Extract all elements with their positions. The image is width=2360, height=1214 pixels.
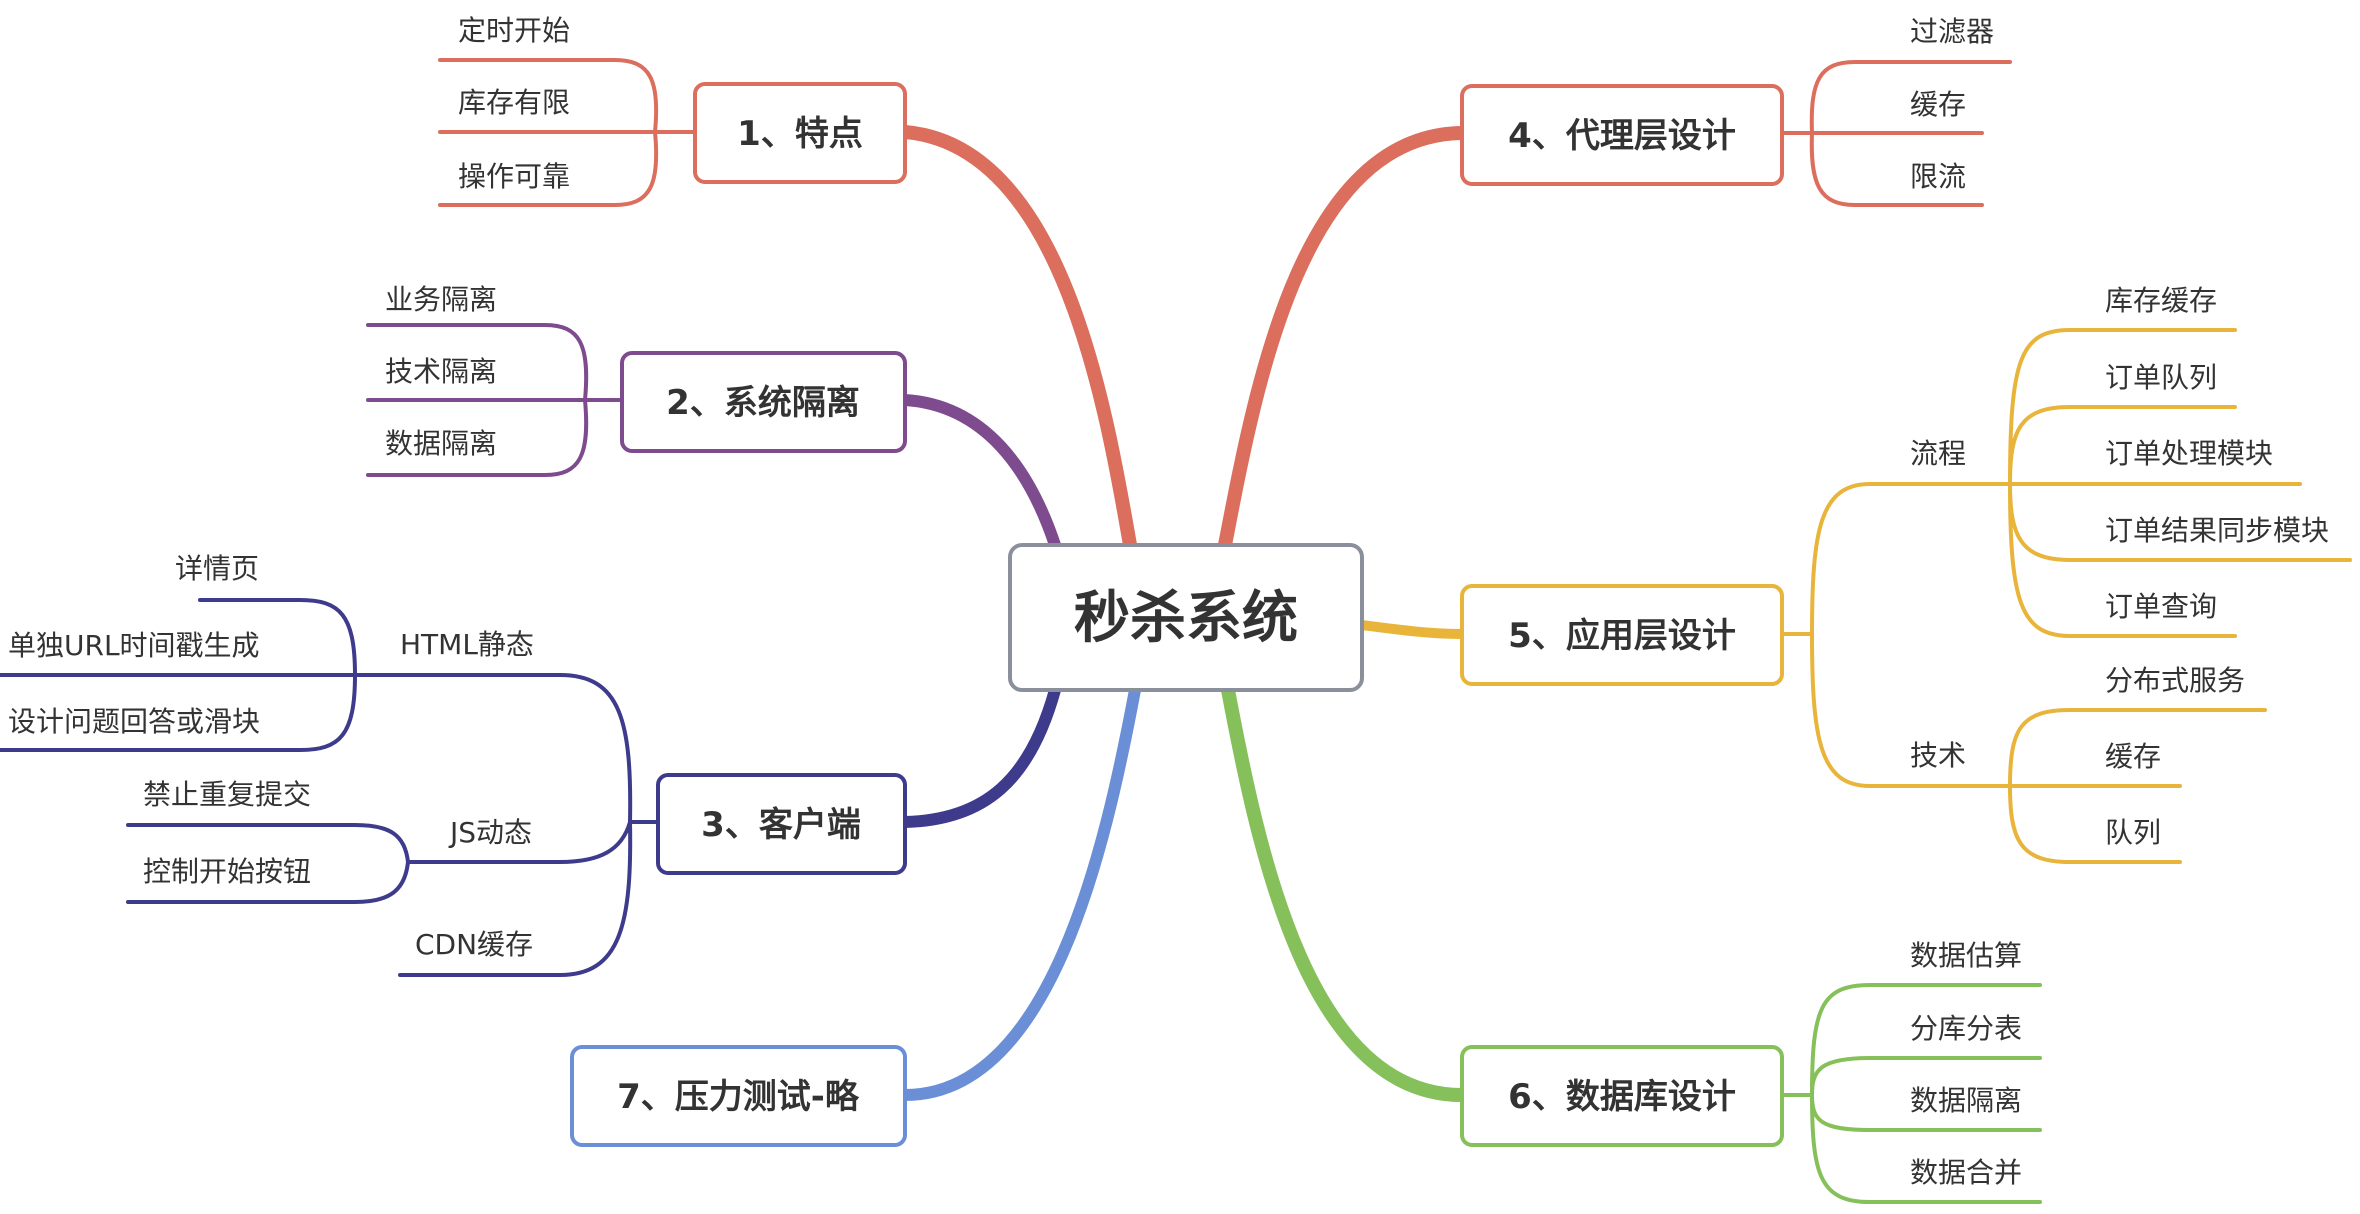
b5-process-leaf-2: 订单队列	[2105, 361, 2217, 394]
edge-center-b6	[1221, 683, 1469, 1102]
edge-b3-html-leaves	[0, 598, 357, 752]
b5-group-tech-label: 技术	[1910, 739, 1966, 772]
branch-b2-label: 2、系统隔离	[666, 383, 860, 423]
b3-group-js-label: JS动态	[448, 816, 532, 849]
branch-b1-box[interactable]	[693, 82, 907, 184]
edge-center-b3	[899, 684, 1061, 828]
b2-leaf-1: 业务隔离	[385, 283, 497, 316]
b3-html-leaf-2: 单独URL时间戳生成	[8, 629, 260, 662]
b6-leaf-4: 数据合并	[1910, 1156, 2022, 1189]
b3-html-leaf-3: 设计问题回答或滑块	[8, 705, 260, 738]
b5-process-leaf-3: 订单处理模块	[2105, 437, 2273, 470]
edge-b5-process-leaves	[2008, 328, 2352, 638]
branch-b4-label: 4、代理层设计	[1508, 116, 1736, 156]
b3-html-leaf-1: 详情页	[175, 552, 259, 585]
b3-group-html-label: HTML静态	[400, 628, 534, 661]
b1-leaf-3: 操作可靠	[458, 160, 570, 193]
b6-leaf-1: 数据估算	[1910, 939, 2022, 972]
b3-js-leaf-1: 禁止重复提交	[143, 778, 311, 811]
center-node-box[interactable]	[1008, 543, 1364, 692]
b3-js-leaf-2: 控制开始按钮	[143, 855, 311, 888]
edge-center-b4	[1218, 126, 1469, 552]
b5-group-process-label: 流程	[1910, 437, 1966, 470]
edge-center-b5	[1357, 620, 1467, 639]
branch-b2-box[interactable]	[620, 351, 907, 453]
edge-center-b7	[899, 684, 1141, 1101]
edge-b4-leaves	[1780, 60, 2012, 207]
center-node-label: 秒杀系统	[1074, 586, 1298, 651]
edge-center-b2	[899, 394, 1061, 551]
edge-b1-leaves	[438, 58, 697, 207]
edge-b3-groups	[348, 673, 660, 977]
edge-center-b1	[898, 125, 1137, 552]
branch-b6-box[interactable]	[1460, 1045, 1784, 1147]
b3-group-cdn-label: CDN缓存	[415, 928, 533, 961]
b1-leaf-1: 定时开始	[458, 14, 570, 47]
b4-leaf-2: 缓存	[1910, 88, 1966, 121]
edge-b3-js-leaves	[126, 823, 410, 904]
b4-leaf-1: 过滤器	[1910, 15, 1994, 48]
branch-b4-box[interactable]	[1460, 84, 1784, 186]
branch-b1-label: 1、特点	[737, 114, 863, 154]
b4-leaf-3: 限流	[1910, 160, 1966, 193]
b5-tech-leaf-2: 缓存	[2105, 740, 2161, 773]
edge-b6-leaves	[1780, 983, 2042, 1204]
b2-leaf-3: 数据隔离	[385, 427, 497, 460]
edge-b2-leaves	[366, 323, 624, 477]
edge-b5-tech-leaves	[2008, 708, 2267, 864]
branch-b5-label: 5、应用层设计	[1508, 616, 1736, 656]
branch-b7-label: 7、压力测试-略	[617, 1077, 860, 1117]
b1-leaf-2: 库存有限	[458, 86, 570, 119]
b5-process-leaf-1: 库存缓存	[2105, 284, 2217, 317]
b6-leaf-3: 数据隔离	[1910, 1084, 2022, 1117]
branch-b6-label: 6、数据库设计	[1508, 1077, 1736, 1117]
branch-b5-box[interactable]	[1460, 584, 1784, 686]
b5-process-leaf-5: 订单查询	[2105, 590, 2217, 623]
b5-tech-leaf-1: 分布式服务	[2105, 664, 2245, 697]
edge-b5-groups	[1780, 482, 2012, 788]
b2-leaf-2: 技术隔离	[385, 355, 497, 388]
branch-b3-label: 3、客户端	[701, 805, 861, 845]
branch-b3-box[interactable]	[656, 773, 907, 875]
b5-process-leaf-4: 订单结果同步模块	[2105, 514, 2329, 547]
b5-tech-leaf-3: 队列	[2105, 816, 2161, 849]
branch-b7-box[interactable]	[570, 1045, 907, 1147]
b6-leaf-2: 分库分表	[1910, 1012, 2022, 1045]
